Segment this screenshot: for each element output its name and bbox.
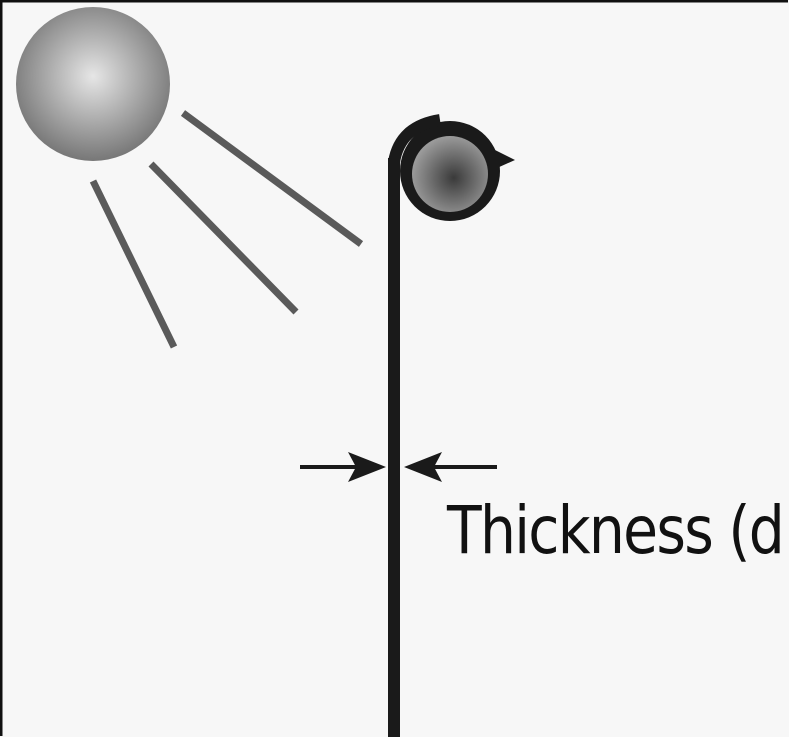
sun-icon: [16, 7, 170, 161]
light-ray: [89, 179, 178, 349]
film-roll-tail: [495, 150, 515, 168]
thickness-label: Thickness (d: [447, 492, 785, 569]
thickness-arrow-right-head: [404, 452, 442, 482]
rolled-film-sample: [388, 114, 515, 737]
film-roll-core: [412, 136, 488, 212]
light-ray: [148, 161, 299, 315]
film-roll-curl: [388, 114, 442, 164]
light-ray: [180, 110, 364, 247]
thickness-arrow-left-head: [348, 452, 386, 482]
double-arrow-icon: [300, 452, 497, 482]
light-rays: [89, 110, 364, 349]
